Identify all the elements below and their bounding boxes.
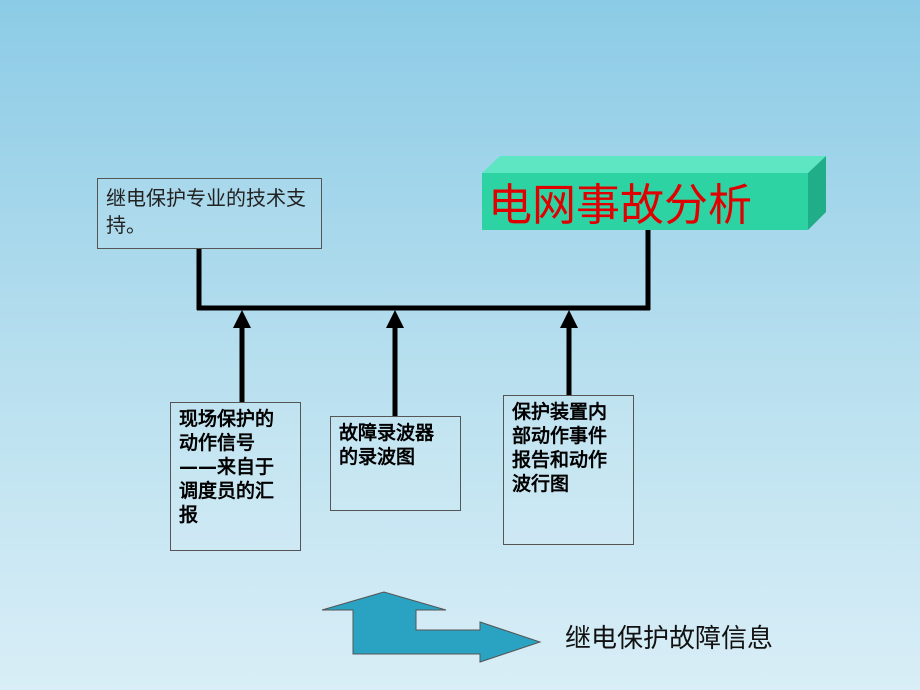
arrowhead-1 (233, 310, 251, 328)
title-box: 电网事故分析 (482, 156, 826, 231)
support-box: 继电保护专业的技术支持。 (97, 178, 322, 249)
arrowhead-3 (560, 310, 578, 328)
legend-arrow-icon (321, 591, 542, 663)
source-box-fault-recorder: 故障录波器的录波图 (330, 416, 461, 511)
title-box-face (482, 173, 808, 230)
legend-label: 继电保护故障信息 (565, 624, 774, 654)
support-box-text: 继电保护专业的技术支持。 (106, 186, 306, 237)
title-box-text: 电网事故分析 (488, 180, 752, 231)
source-box-device-events: 保护装置内部动作事件报告和动作波行图 (503, 395, 634, 545)
source-box-text: 保护装置内部动作事件报告和动作波行图 (512, 401, 608, 495)
source-box-text: 现场保护的动作信号——来自于调度员的汇报 (179, 408, 275, 526)
connectors (196, 230, 651, 416)
arrowheads (233, 310, 578, 328)
title-box-side (808, 156, 826, 230)
source-box-field-signals: 现场保护的动作信号——来自于调度员的汇报 (170, 402, 301, 551)
source-box-text: 故障录波器的录波图 (339, 422, 435, 468)
title-box-top (482, 156, 826, 173)
arrowhead-2 (386, 310, 404, 328)
